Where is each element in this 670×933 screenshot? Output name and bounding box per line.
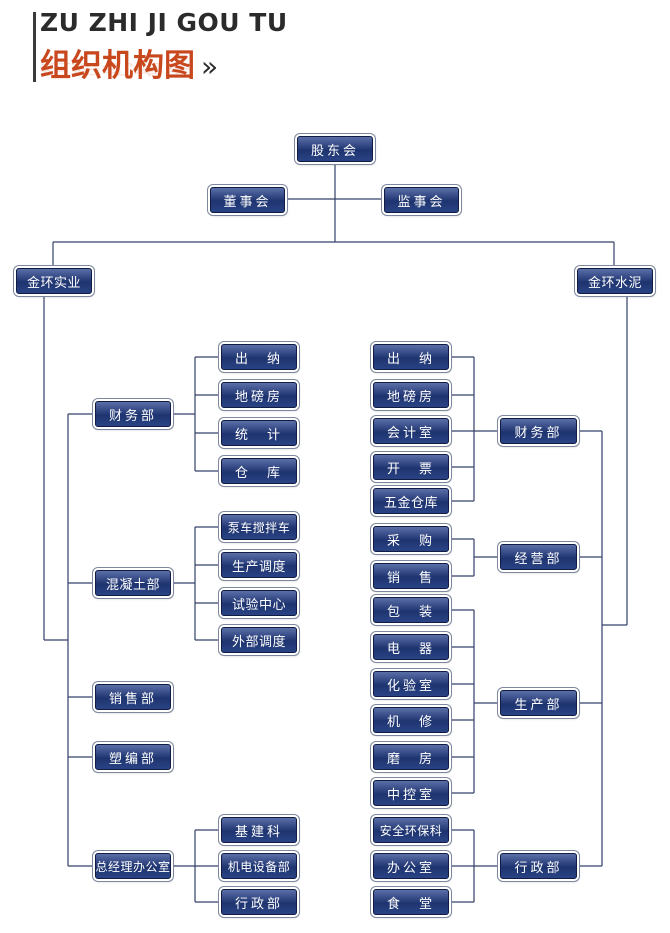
node-left-electromech-equipment: 机电设备部 <box>221 853 297 879</box>
node-left-production-dispatch: 生产调度 <box>221 552 297 578</box>
node-left-plastic-weaving-dept: 塑编部 <box>95 744 171 770</box>
node-left-weighbridge: 地磅房 <box>221 382 297 408</box>
node-board-of-directors: 董事会 <box>210 187 285 213</box>
node-right-business-dept: 经营部 <box>500 544 577 570</box>
node-left-test-center: 试验中心 <box>221 590 297 616</box>
node-left-administration: 行政部 <box>221 889 297 915</box>
node-right-procurement: 采 购 <box>373 526 449 552</box>
node-left-external-dispatch: 外部调度 <box>221 627 297 653</box>
node-right-control-room: 中控室 <box>373 780 449 806</box>
node-right-office: 办公室 <box>373 853 449 879</box>
node-right-maintenance: 机 修 <box>373 707 449 733</box>
header-pinyin: ZU ZHI JI GOU TU <box>40 8 288 37</box>
node-left-sales-dept: 销售部 <box>95 684 171 710</box>
node-right-finance-dept: 财务部 <box>500 418 577 444</box>
node-left-infrastructure: 基建科 <box>221 817 297 843</box>
node-left-finance-dept: 财务部 <box>95 401 171 427</box>
node-right-production-dept: 生产部 <box>500 690 577 716</box>
node-shareholders-meeting: 股东会 <box>297 136 373 162</box>
node-right-lab: 化验室 <box>373 671 449 697</box>
node-left-gm-office: 总经理办公室 <box>95 853 171 879</box>
node-jinhuan-industry: 金环实业 <box>16 268 92 294</box>
node-right-packaging: 包 装 <box>373 597 449 623</box>
header-accent-bar <box>33 12 36 82</box>
node-right-canteen: 食 堂 <box>373 889 449 915</box>
node-right-sales: 销 售 <box>373 563 449 589</box>
node-left-cashier: 出 纳 <box>221 344 297 370</box>
node-left-warehouse: 仓 库 <box>221 458 297 484</box>
node-right-electrical: 电 器 <box>373 634 449 660</box>
node-left-pump-mixer-trucks: 泵车搅拌车 <box>221 514 297 540</box>
header-title: 组织机构图» <box>40 40 218 85</box>
header-title-text: 组织机构图 <box>40 48 195 84</box>
node-right-accounting: 会计室 <box>373 418 449 444</box>
node-left-concrete-dept: 混凝土部 <box>95 570 171 596</box>
node-right-cashier: 出 纳 <box>373 344 449 370</box>
node-left-statistics: 统 计 <box>221 420 297 446</box>
node-right-weighbridge: 地磅房 <box>373 382 449 408</box>
chevron-icon: » <box>201 50 219 83</box>
node-right-safety-env: 安全环保科 <box>373 817 449 843</box>
node-right-hardware-warehouse: 五金仓库 <box>373 488 449 514</box>
node-board-of-supervisors: 监事会 <box>384 187 459 213</box>
node-right-admin-dept: 行政部 <box>500 853 577 879</box>
node-right-invoicing: 开 票 <box>373 454 449 480</box>
node-right-mill-room: 磨 房 <box>373 744 449 770</box>
node-jinhuan-cement: 金环水泥 <box>577 268 653 294</box>
